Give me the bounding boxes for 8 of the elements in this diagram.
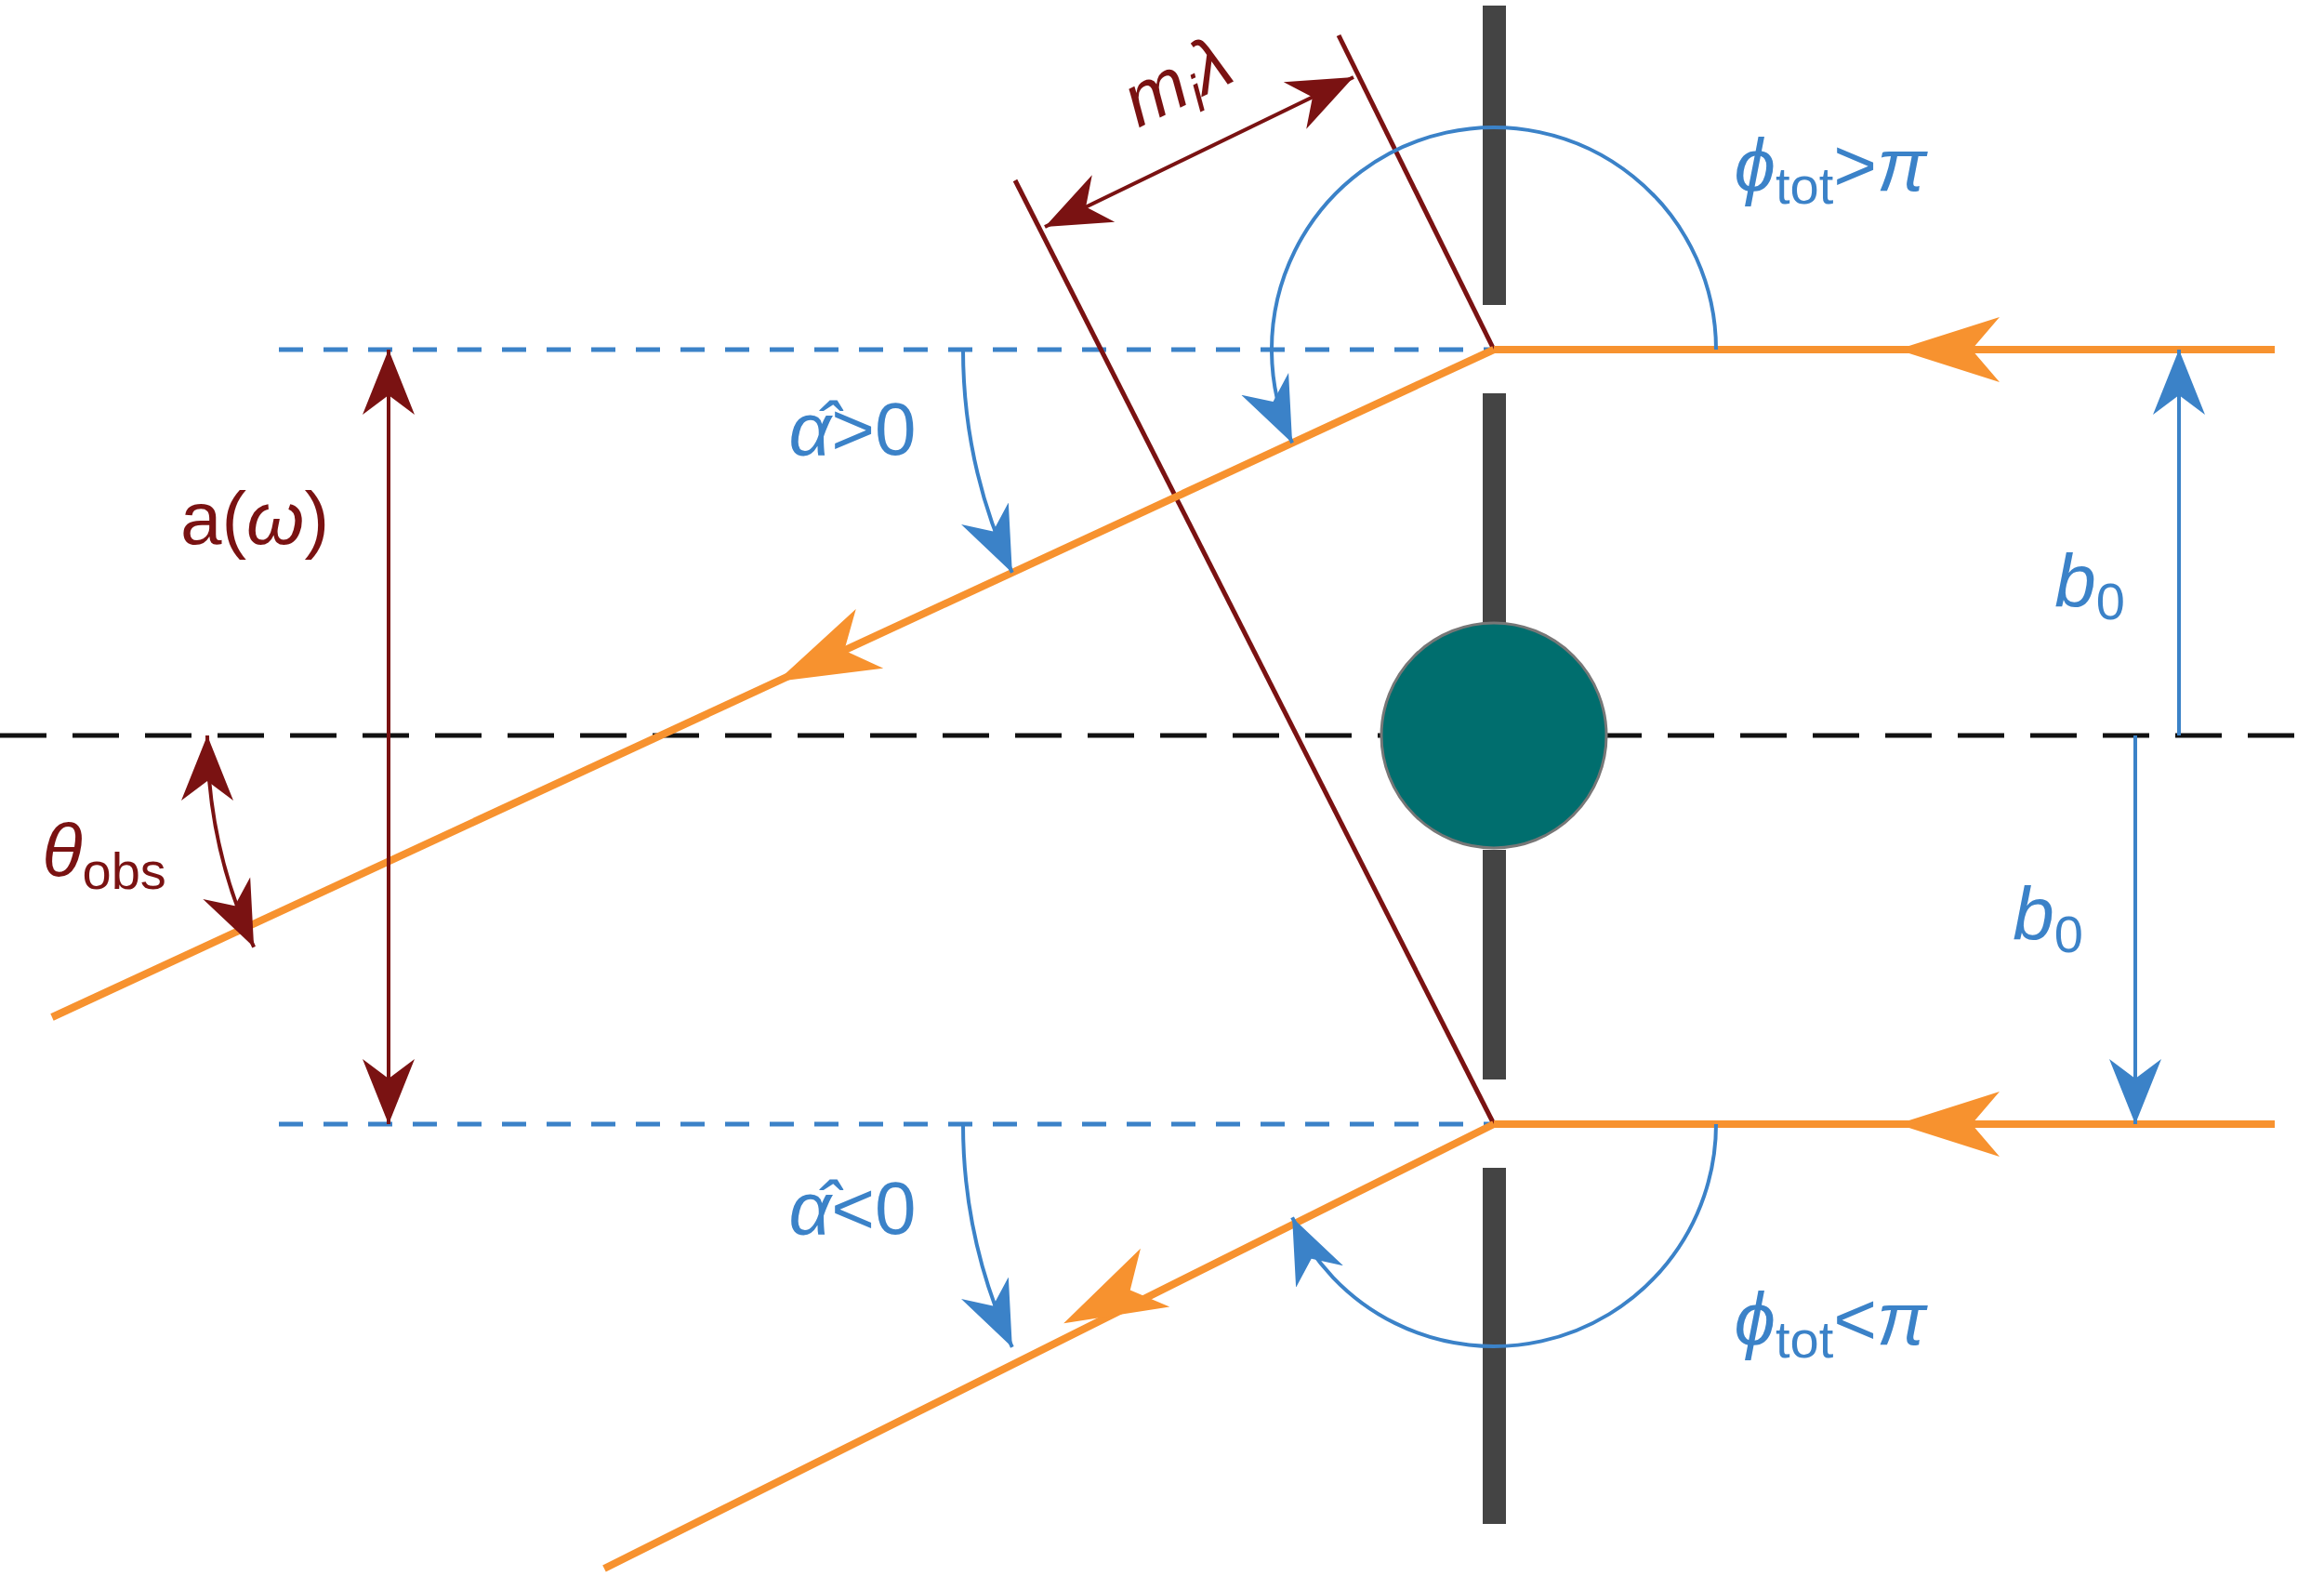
angle-label: ϕ$_{tot}$>π <box>1734 128 1927 212</box>
angle-label: ϕ$_{tot}$<π <box>1734 1282 1927 1366</box>
lens-circle <box>1380 621 1608 850</box>
angle-label: α̂>0 <box>788 392 917 467</box>
angle-label: α̂<0 <box>788 1172 917 1246</box>
dimension-label: b$_{0}$ <box>2054 544 2125 628</box>
angle-label: θ$_{obs}$ <box>42 814 166 897</box>
dimension-label: b$_{0}$ <box>2013 877 2083 960</box>
